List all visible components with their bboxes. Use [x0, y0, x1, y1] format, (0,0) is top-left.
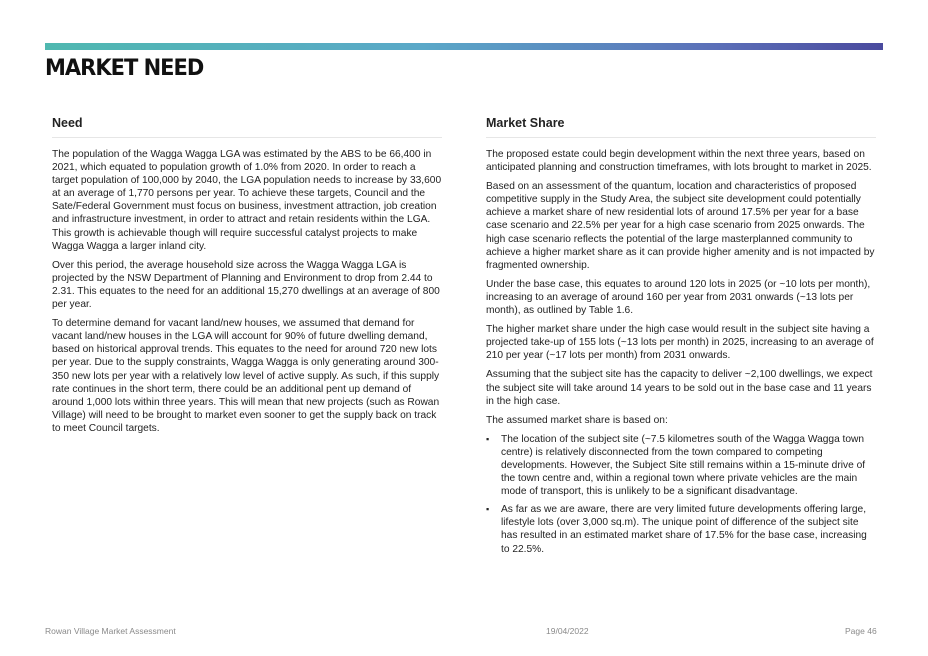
market-share-paragraph-6: The assumed market share is based on:	[486, 414, 668, 426]
need-paragraph-3: To determine demand for vacant land/new …	[52, 318, 440, 434]
footer-page-number: Page 46	[845, 626, 877, 636]
bullet-item: The location of the subject site (~7.5 k…	[486, 433, 876, 498]
footer-document-title: Rowan Village Market Assessment	[45, 626, 176, 636]
market-share-heading: Market Share	[486, 116, 876, 138]
market-share-paragraph-3: Under the base case, this equates to aro…	[486, 278, 871, 317]
need-paragraph-2: Over this period, the average household …	[52, 259, 440, 311]
market-share-column: Market Share The proposed estate could b…	[486, 116, 876, 561]
header-accent-bar	[45, 43, 883, 50]
need-paragraph-1: The population of the Wagga Wagga LGA wa…	[52, 149, 442, 252]
market-share-paragraph-4: The higher market share under the high c…	[486, 324, 874, 362]
market-share-paragraph-1: The proposed estate could begin developm…	[486, 149, 872, 174]
market-share-paragraph-5: Assuming that the subject site has the c…	[486, 369, 873, 407]
page-title: MARKET NEED	[45, 55, 204, 81]
market-share-paragraph-2: Based on an assessment of the quantum, l…	[486, 181, 875, 271]
market-share-bullet-list: The location of the subject site (~7.5 k…	[486, 433, 876, 556]
bullet-item: As far as we are aware, there are very l…	[486, 503, 876, 555]
need-column: Need The population of the Wagga Wagga L…	[52, 116, 442, 441]
footer-date: 19/04/2022	[546, 626, 589, 636]
need-heading: Need	[52, 116, 442, 138]
